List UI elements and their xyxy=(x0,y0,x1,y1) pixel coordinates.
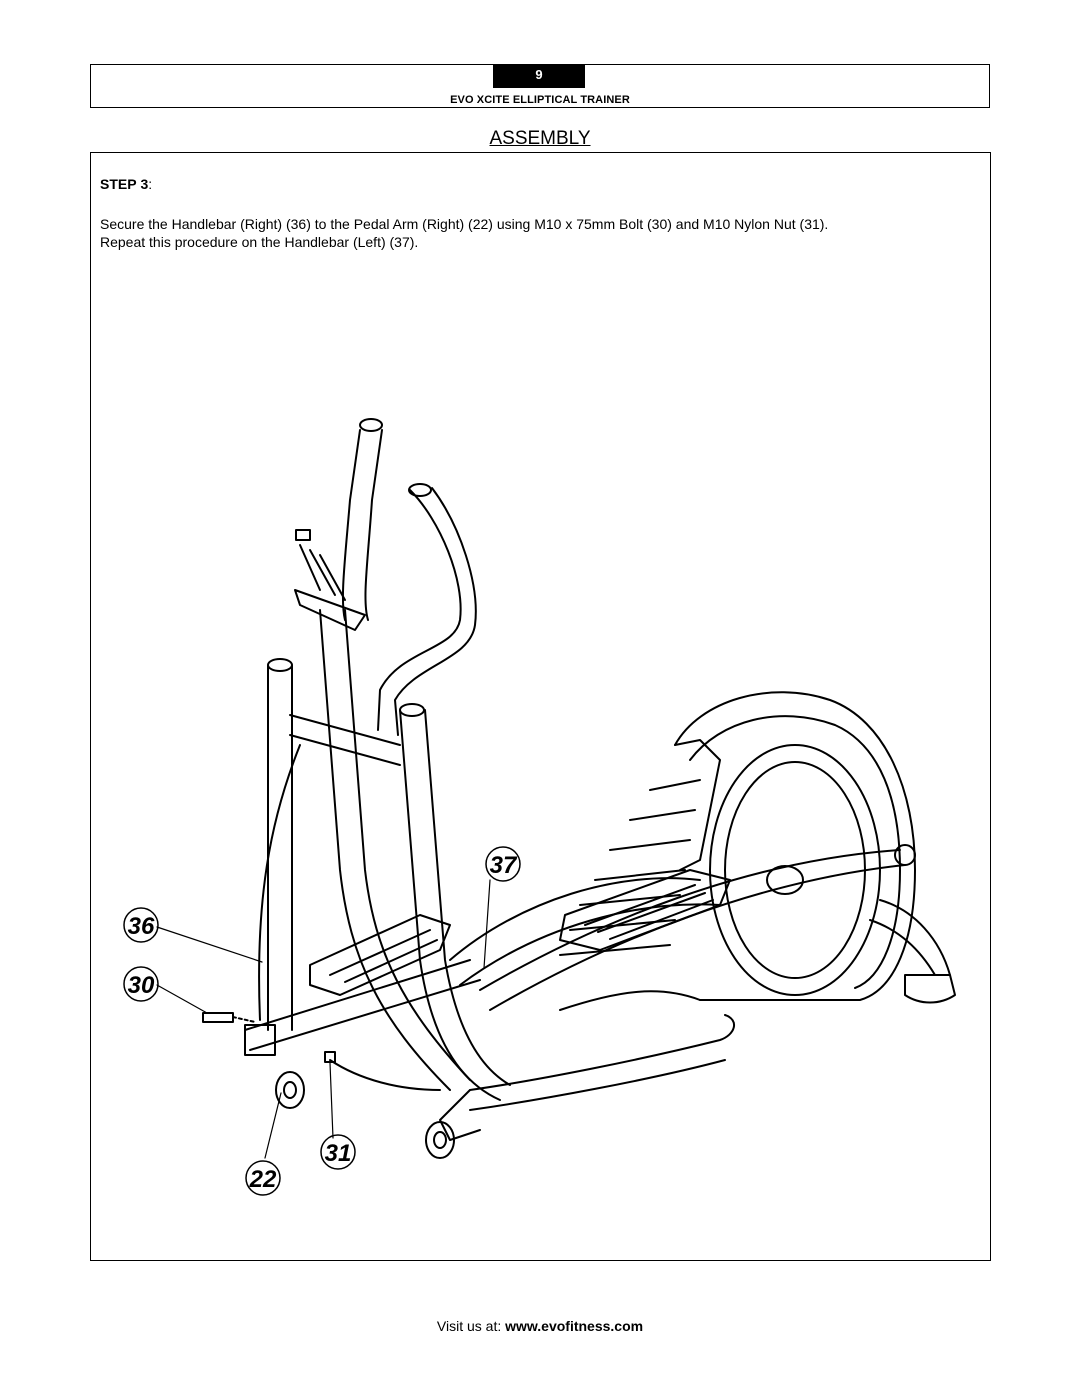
transport-wheels xyxy=(275,1071,455,1159)
svg-text:31: 31 xyxy=(325,1140,352,1167)
footer-prefix: Visit us at: xyxy=(436,1318,506,1334)
base-frame xyxy=(329,1014,735,1141)
instruction-line-2: Repeat this procedure on the Handlebar (… xyxy=(100,234,419,250)
step-heading: STEP 3: xyxy=(100,176,152,192)
step-label: STEP xyxy=(100,176,137,192)
handlebar-right xyxy=(341,418,477,736)
leader-lines xyxy=(156,879,491,1159)
page-number: 9 xyxy=(493,64,585,88)
step-suffix: : xyxy=(148,176,153,192)
elliptical-trainer-diagram: 37 36 30 31 22 xyxy=(123,418,956,1196)
callout-31: 31 xyxy=(320,1134,356,1170)
callout-30: 30 xyxy=(123,966,159,1002)
svg-text:22: 22 xyxy=(249,1166,277,1193)
center-upright xyxy=(294,529,471,1091)
pedal-left xyxy=(309,914,451,996)
footer: Visit us at: www.evofitness.com xyxy=(0,1318,1080,1334)
handlebar-left xyxy=(258,658,301,1031)
document-title: EVO XCITE ELLIPTICAL TRAINER xyxy=(450,94,630,106)
content-box xyxy=(90,152,991,1261)
instruction-line-1: Secure the Handlebar (Right) (36) to the… xyxy=(100,216,829,232)
step-number: 3 xyxy=(140,176,149,192)
front-post xyxy=(289,703,511,1101)
callout-37: 37 xyxy=(485,846,521,882)
section-heading: ASSEMBLY xyxy=(489,128,591,149)
bolt-hardware xyxy=(202,1012,336,1063)
svg-text:37: 37 xyxy=(490,852,518,879)
svg-text:30: 30 xyxy=(128,972,155,999)
flywheel-shroud xyxy=(674,691,916,1001)
step-instructions: Secure the Handlebar (Right) (36) to the… xyxy=(100,215,980,251)
footer-url-link[interactable]: www.evofitness.com xyxy=(505,1318,644,1334)
pedal-arm-right xyxy=(479,844,916,1011)
pedal-arm-left xyxy=(244,959,481,1056)
svg-text:36: 36 xyxy=(128,913,155,940)
callout-22: 22 xyxy=(245,1160,281,1196)
rear-stabilizer xyxy=(869,899,956,1004)
callout-36: 36 xyxy=(123,907,159,943)
callouts: 37 36 30 31 22 xyxy=(123,846,521,1196)
